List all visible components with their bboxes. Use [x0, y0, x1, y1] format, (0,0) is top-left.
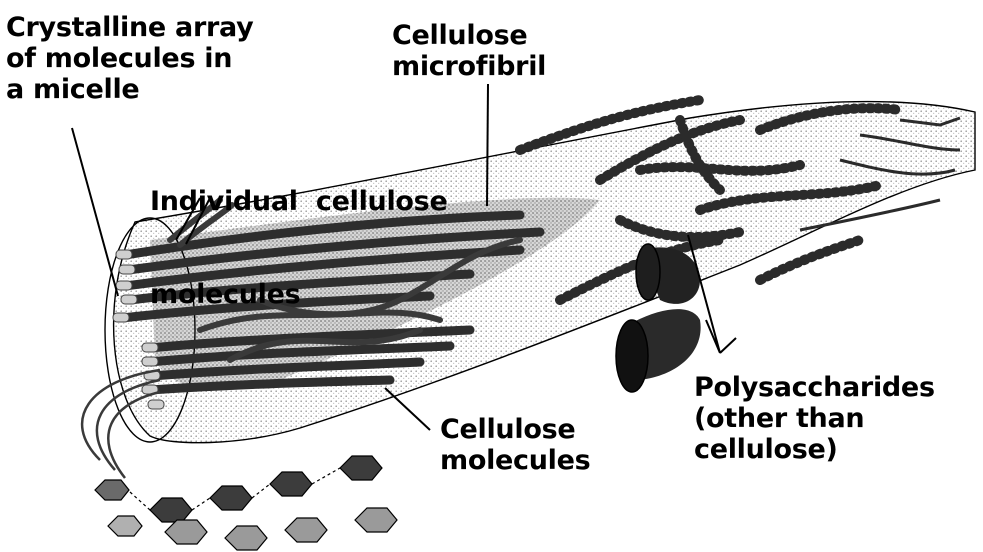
- label-cellulose-molecules-line-2: molecules: [440, 445, 590, 476]
- label-microfibril: Cellulose microfibril: [392, 20, 546, 82]
- label-cellulose-molecules-line-1: Cellulose: [440, 414, 590, 445]
- label-individual-molecules: Individual cellulose molecules: [150, 124, 447, 372]
- label-cellulose-molecules: Cellulose molecules: [440, 414, 590, 476]
- label-crystalline-line-3: a micelle: [6, 74, 253, 105]
- label-polysaccharides-line-2: (other than: [694, 403, 935, 434]
- leader-cellulose-molecules: [385, 388, 430, 430]
- leader-microfibril: [487, 84, 488, 206]
- label-microfibril-line-2: microfibril: [392, 51, 546, 82]
- leader-crystalline: [72, 128, 118, 296]
- label-polysaccharides-line-3: cellulose): [694, 434, 935, 465]
- label-crystalline-line-2: of molecules in: [6, 43, 253, 74]
- label-individual-line-1: Individual cellulose: [150, 186, 447, 217]
- label-crystalline-line-1: Crystalline array: [6, 12, 253, 43]
- label-crystalline-array: Crystalline array of molecules in a mice…: [6, 12, 253, 105]
- glucose-ring-chain: [95, 456, 397, 550]
- label-microfibril-line-1: Cellulose: [392, 20, 546, 51]
- label-polysaccharides-line-1: Polysaccharides: [694, 372, 935, 403]
- label-individual-line-2: molecules: [150, 279, 447, 310]
- label-polysaccharides: Polysaccharides (other than cellulose): [694, 372, 935, 465]
